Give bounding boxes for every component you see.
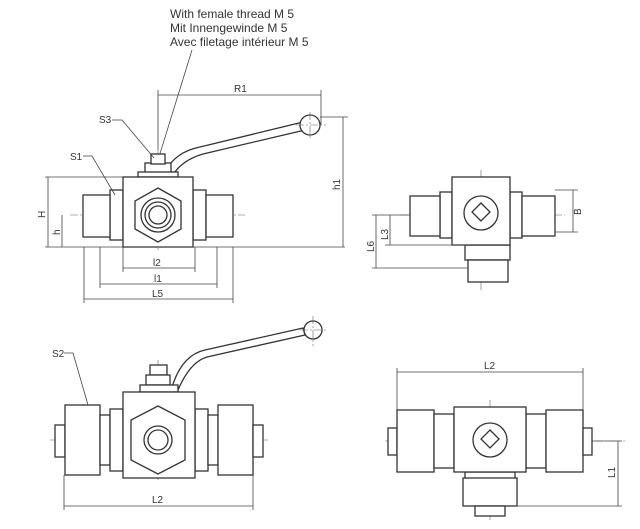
label-S1: S1 — [70, 152, 83, 163]
note-line-de: Mit Innengewinde M 5 — [170, 21, 288, 35]
dim-R1: R1 — [234, 84, 247, 95]
dim-L1: L1 — [607, 466, 618, 478]
dim-H: H — [37, 211, 48, 218]
dim-h1: h1 — [332, 178, 343, 190]
label-S2: S2 — [52, 349, 65, 360]
thread-note: With female thread M 5 Mit Innengewinde … — [157, 7, 309, 161]
dim-B: B — [573, 208, 584, 215]
note-line-fr: Avec filetage intérieur M 5 — [170, 35, 309, 49]
dim-l2: l2 — [153, 258, 161, 269]
dim-L3: L3 — [380, 228, 391, 240]
front-view-female-thread: R1 h1 H h l2 l1 L5 S1 S3 — [37, 84, 348, 303]
dim-L6: L6 — [366, 240, 377, 252]
label-S3: S3 — [99, 115, 112, 126]
side-view-female-thread: B L3 L6 — [366, 170, 584, 290]
dim-L2-right: L2 — [484, 361, 496, 372]
dim-L2-left: L2 — [152, 495, 164, 506]
side-view-compression-fitting: L2 L1 — [385, 361, 625, 520]
dim-L5: L5 — [152, 289, 164, 300]
dim-h: h — [52, 229, 63, 235]
dim-l1: l1 — [154, 274, 162, 285]
front-view-compression-fitting: L2 S2 — [50, 316, 326, 510]
note-line-en: With female thread M 5 — [170, 7, 294, 21]
